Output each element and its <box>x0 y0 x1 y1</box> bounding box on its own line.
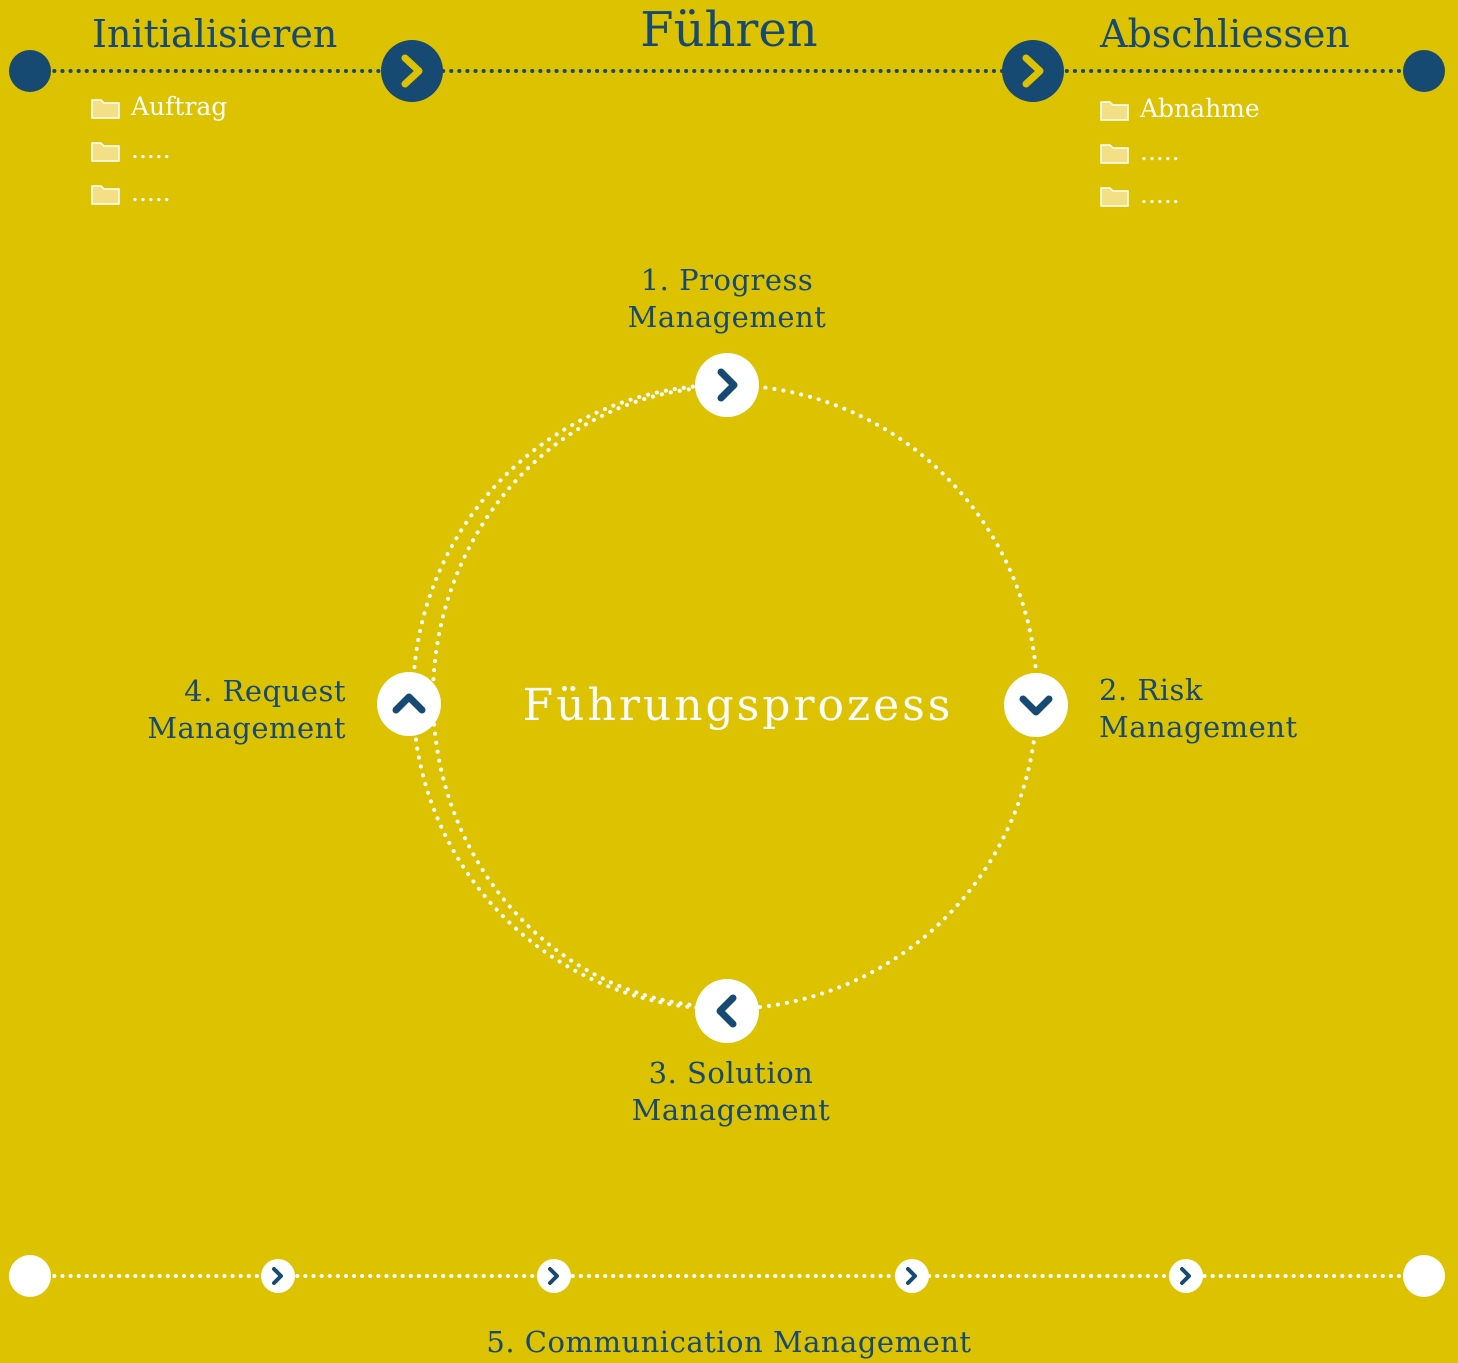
doc-item[interactable]: ..... <box>131 135 171 164</box>
step-risk-management: 2. Risk Management <box>1099 673 1298 744</box>
phase-title-initialisieren: Initialisieren <box>92 12 338 56</box>
doc-item[interactable]: Auftrag <box>131 92 228 121</box>
cycle-center-label: Führungsprozess <box>522 680 954 731</box>
timeline-start-dot <box>9 50 51 92</box>
chevron-right-icon <box>537 1259 571 1293</box>
step-progress-management: 1. Progress Management <box>627 263 827 334</box>
phase-title-abschliessen: Abschliessen <box>1100 12 1350 56</box>
folder-icon <box>1100 187 1129 207</box>
communication-end-dot <box>1403 1255 1445 1297</box>
communication-label: 5. Communication Management <box>486 1325 972 1359</box>
chevron-right-icon <box>895 1259 929 1293</box>
doc-item[interactable]: ..... <box>1140 137 1180 166</box>
timeline-end-dot <box>1403 50 1445 92</box>
folder-icon <box>1100 144 1129 164</box>
chevron-right-icon <box>381 40 443 102</box>
communication-start-dot <box>9 1255 51 1297</box>
chevron-right-icon <box>1169 1259 1203 1293</box>
chevron-left-icon <box>695 979 759 1043</box>
folder-icon <box>1100 101 1129 121</box>
chevron-up-icon <box>377 672 441 736</box>
chevron-right-icon <box>695 353 759 417</box>
chevron-right-icon <box>261 1259 295 1293</box>
folder-icon <box>91 185 120 205</box>
doc-item[interactable]: ..... <box>131 178 171 207</box>
doc-item[interactable]: ..... <box>1140 180 1180 209</box>
step-solution-management: 3. Solution Management <box>631 1056 831 1127</box>
phase-title-fuehren: Führen <box>640 2 818 58</box>
step-request-management: 4. Request Management <box>147 674 346 745</box>
doc-item[interactable]: Abnahme <box>1140 94 1260 123</box>
folder-icon <box>91 99 120 119</box>
folder-icon <box>91 142 120 162</box>
chevron-down-icon <box>1004 673 1068 737</box>
chevron-right-icon <box>1002 40 1064 102</box>
